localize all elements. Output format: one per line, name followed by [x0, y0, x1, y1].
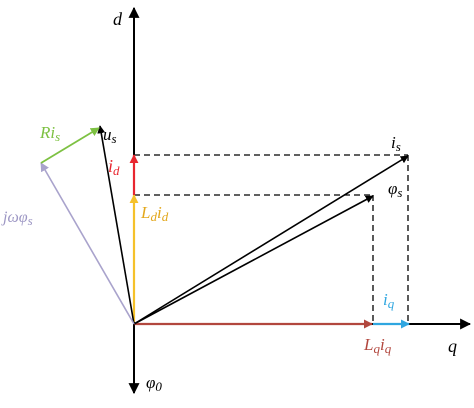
jwphis-vector [40, 162, 135, 325]
phi0-label: φ0 [146, 373, 162, 394]
us-vector [97, 125, 135, 325]
d-axis-label: d [113, 9, 123, 29]
q-axis-label: q [448, 336, 457, 356]
projection-lines [134, 154, 409, 324]
phis-vector [133, 195, 374, 325]
lqiq-label: Lqiq [363, 335, 392, 356]
id-label: id [108, 156, 120, 178]
is-label: is [391, 133, 401, 154]
phis-label: φs [388, 179, 402, 200]
jwphis-label: jωφs [1, 209, 33, 228]
is-vector [133, 155, 409, 325]
us-label: us [103, 125, 117, 146]
ris-vector [40, 127, 100, 164]
iq-label: iq [383, 290, 395, 311]
ris-label: Ris [39, 123, 60, 144]
ldid-label: Ldid [140, 203, 169, 224]
